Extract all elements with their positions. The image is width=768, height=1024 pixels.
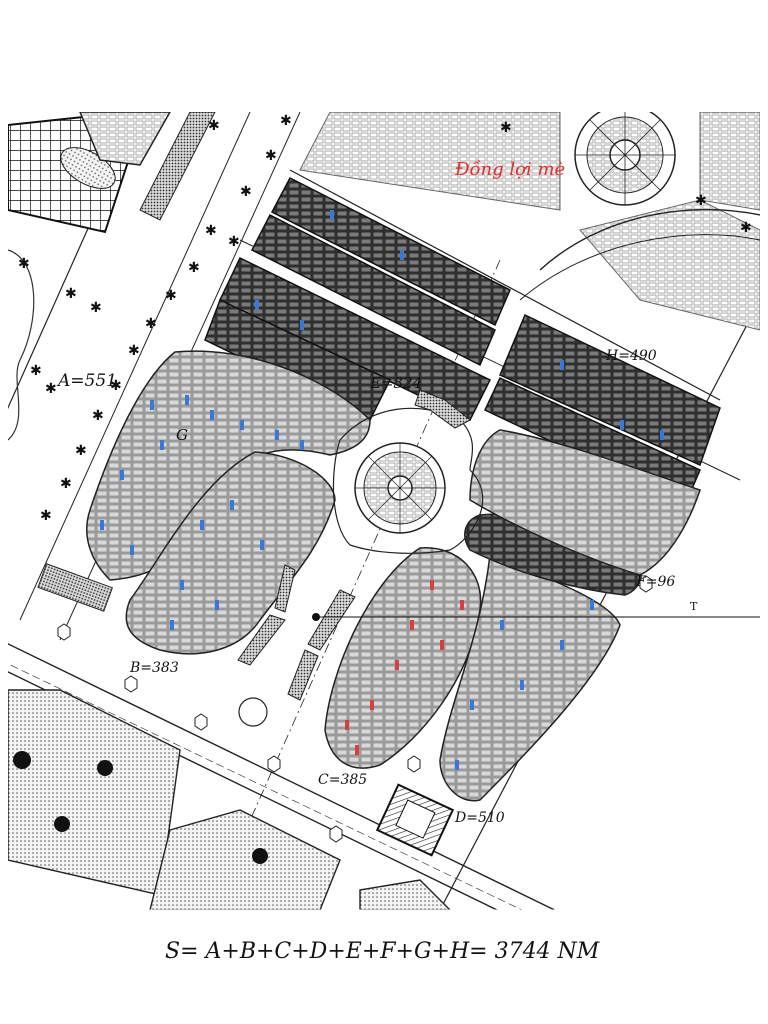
svg-text:✱: ✱ <box>208 118 220 134</box>
section-d-plot <box>439 553 621 802</box>
round-tree <box>97 760 113 776</box>
dotted-block-bottom-left <box>8 689 181 896</box>
round-tree <box>252 848 268 864</box>
blue-plot-markings <box>100 210 664 770</box>
svg-text:✱: ✱ <box>188 260 200 276</box>
label-section-b: B=383 <box>129 660 179 676</box>
svg-text:✱: ✱ <box>75 443 87 459</box>
planting-strip-4 <box>287 649 319 701</box>
svg-text:✱: ✱ <box>205 223 217 239</box>
svg-text:✱: ✱ <box>695 193 707 209</box>
dotted-block-bottom-mid <box>149 809 341 910</box>
pale-plot-rows-right <box>579 199 760 331</box>
roundabout-top <box>574 112 676 206</box>
arc-road <box>539 208 760 271</box>
garden-patch <box>60 147 116 189</box>
label-section-e: E=324 <box>369 374 422 392</box>
svg-text:✱: ✱ <box>92 408 104 424</box>
label-section-c: C=385 <box>318 772 367 788</box>
svg-text:✱: ✱ <box>110 378 122 394</box>
planting-strip <box>274 564 296 613</box>
curved-path <box>8 249 35 441</box>
svg-text:✱: ✱ <box>280 113 292 129</box>
summary-formula: S= A+B+C+D+E+F+G+H= 3744 NM <box>165 939 600 964</box>
section-marker-dot <box>312 613 320 621</box>
label-section-h: H=490 <box>605 348 657 364</box>
svg-text:✱: ✱ <box>18 256 30 272</box>
red-plot-markings <box>345 580 464 755</box>
pale-plot-rows <box>299 112 561 211</box>
section-b-plot <box>125 451 336 655</box>
building-block <box>79 112 171 166</box>
dotted-block-bottom-far <box>359 879 451 910</box>
svg-text:✱: ✱ <box>60 476 72 492</box>
section-c-plot <box>324 547 482 769</box>
svg-text:✱: ✱ <box>500 120 512 136</box>
section-g-plot <box>469 429 701 576</box>
round-tree <box>13 751 31 769</box>
label-section-f: F=96 <box>635 574 675 590</box>
svg-text:✱: ✱ <box>228 234 240 250</box>
garden-strip-left <box>37 563 113 612</box>
svg-text:✱: ✱ <box>65 286 77 302</box>
svg-text:✱: ✱ <box>90 300 102 316</box>
svg-text:✱: ✱ <box>30 363 42 379</box>
marker-label-t: T <box>690 600 698 613</box>
svg-text:✱: ✱ <box>240 184 252 200</box>
red-handwritten-note: Đồng lợi mè <box>454 159 565 180</box>
dotted-strip <box>139 112 216 221</box>
pond <box>238 697 268 727</box>
svg-text:✱: ✱ <box>145 316 157 332</box>
round-tree <box>54 816 70 832</box>
svg-text:✱: ✱ <box>740 220 752 236</box>
label-section-d: D=510 <box>454 810 505 826</box>
central-rotunda <box>354 442 446 534</box>
label-section-a: A=551 <box>56 371 117 391</box>
ornament <box>414 389 471 429</box>
dark-plot-block-h <box>499 313 721 467</box>
arc-road-2 <box>519 234 760 301</box>
planting-strip-3 <box>307 589 356 651</box>
svg-text:✱: ✱ <box>128 343 140 359</box>
svg-text:✱: ✱ <box>45 381 57 397</box>
dark-plot-rows-top-2 <box>250 213 496 367</box>
label-section-g: G <box>176 426 188 444</box>
svg-text:✱: ✱ <box>40 508 52 524</box>
planting-strip-2 <box>237 614 286 666</box>
tree-symbols: ✱✱✱ ✱✱✱ ✱✱✱ ✱✱✱ ✱✱✱ ✱✱✱ ✱✱✱ ✱✱ <box>18 113 752 524</box>
svg-text:✱: ✱ <box>265 148 277 164</box>
svg-text:✱: ✱ <box>165 288 177 304</box>
hatched-building-inner <box>395 799 436 839</box>
hexagon-markers <box>57 575 653 843</box>
pale-plot-rows-far <box>699 112 760 211</box>
